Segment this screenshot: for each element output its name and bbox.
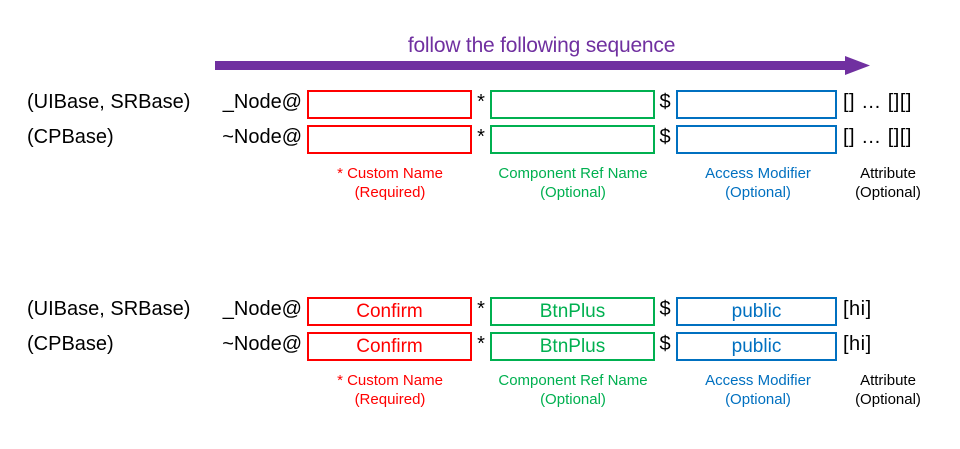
diagram-template: (UIBase, SRBase) _Node@ * $ [] … [][] (C… (0, 88, 960, 206)
caption-custom-name: * Custom Name (Required) (300, 164, 480, 202)
attribute-text: [] … [][] (843, 91, 912, 113)
dollar-separator: $ (659, 126, 671, 148)
custom-name-field[interactable]: Confirm (307, 297, 472, 326)
caption-line-2: (Required) (354, 184, 426, 202)
component-ref-field[interactable] (490, 125, 655, 154)
node-prefix: _Node@ (222, 91, 302, 113)
caption-line-1: Access Modifier (705, 165, 811, 182)
caption-line-2: (Required) (354, 391, 426, 409)
access-modifier-field[interactable]: public (676, 297, 837, 326)
caption-line-2: (Optional) (855, 184, 921, 202)
sequence-title: follow the following sequence (407, 34, 676, 57)
caption-component-ref: Component Ref Name (Optional) (478, 371, 668, 409)
caption-access-modifier: Access Modifier (Optional) (680, 164, 836, 202)
component-ref-field[interactable] (490, 90, 655, 119)
dollar-separator: $ (659, 298, 671, 320)
base-label: (CPBase) (27, 126, 114, 148)
caption-line-1: Attribute (860, 372, 916, 389)
caption-attribute: Attribute (Optional) (838, 164, 938, 202)
dollar-separator: $ (659, 91, 671, 113)
syntax-row: (UIBase, SRBase) _Node@ Confirm * BtnPlu… (0, 295, 960, 330)
node-prefix: ~Node@ (222, 126, 302, 148)
base-label: (CPBase) (27, 333, 114, 355)
syntax-row: (CPBase) ~Node@ Confirm * BtnPlus $ publ… (0, 330, 960, 365)
custom-name-field[interactable] (307, 90, 472, 119)
caption-line-2: (Optional) (540, 184, 606, 202)
caption-line-1: Access Modifier (705, 372, 811, 389)
node-prefix: ~Node@ (222, 333, 302, 355)
caption-line-2: (Optional) (540, 391, 606, 409)
dollar-separator: $ (659, 333, 671, 355)
node-prefix: _Node@ (222, 298, 302, 320)
caption-line-1: Component Ref Name (498, 165, 648, 182)
access-modifier-field[interactable]: public (676, 332, 837, 361)
attribute-text: [hi] (843, 333, 872, 355)
base-label: (UIBase, SRBase) (27, 91, 191, 113)
caption-line-1: * Custom Name (337, 372, 443, 389)
caption-line-1: Component Ref Name (498, 372, 648, 389)
access-modifier-field[interactable] (676, 125, 837, 154)
syntax-row: (UIBase, SRBase) _Node@ * $ [] … [][] (0, 88, 960, 123)
caption-custom-name: * Custom Name (Required) (300, 371, 480, 409)
component-ref-field[interactable]: BtnPlus (490, 297, 655, 326)
syntax-row: (CPBase) ~Node@ * $ [] … [][] (0, 123, 960, 158)
star-separator: * (477, 126, 485, 148)
caption-line-1: * Custom Name (337, 165, 443, 182)
caption-line-2: (Optional) (855, 391, 921, 409)
star-separator: * (477, 298, 485, 320)
star-separator: * (477, 91, 485, 113)
diagram-example: (UIBase, SRBase) _Node@ Confirm * BtnPlu… (0, 295, 960, 413)
caption-access-modifier: Access Modifier (Optional) (680, 371, 836, 409)
sequence-arrow-icon (215, 55, 870, 77)
attribute-text: [hi] (843, 298, 872, 320)
star-separator: * (477, 333, 485, 355)
base-label: (UIBase, SRBase) (27, 298, 191, 320)
caption-line-1: Attribute (860, 165, 916, 182)
caption-row: * Custom Name (Required) Component Ref N… (0, 158, 960, 206)
caption-line-2: (Optional) (725, 391, 791, 409)
custom-name-field[interactable]: Confirm (307, 332, 472, 361)
component-ref-field[interactable]: BtnPlus (490, 332, 655, 361)
access-modifier-field[interactable] (676, 90, 837, 119)
custom-name-field[interactable] (307, 125, 472, 154)
caption-attribute: Attribute (Optional) (838, 371, 938, 409)
caption-row: * Custom Name (Required) Component Ref N… (0, 365, 960, 413)
caption-line-2: (Optional) (725, 184, 791, 202)
attribute-text: [] … [][] (843, 126, 912, 148)
caption-component-ref: Component Ref Name (Optional) (478, 164, 668, 202)
